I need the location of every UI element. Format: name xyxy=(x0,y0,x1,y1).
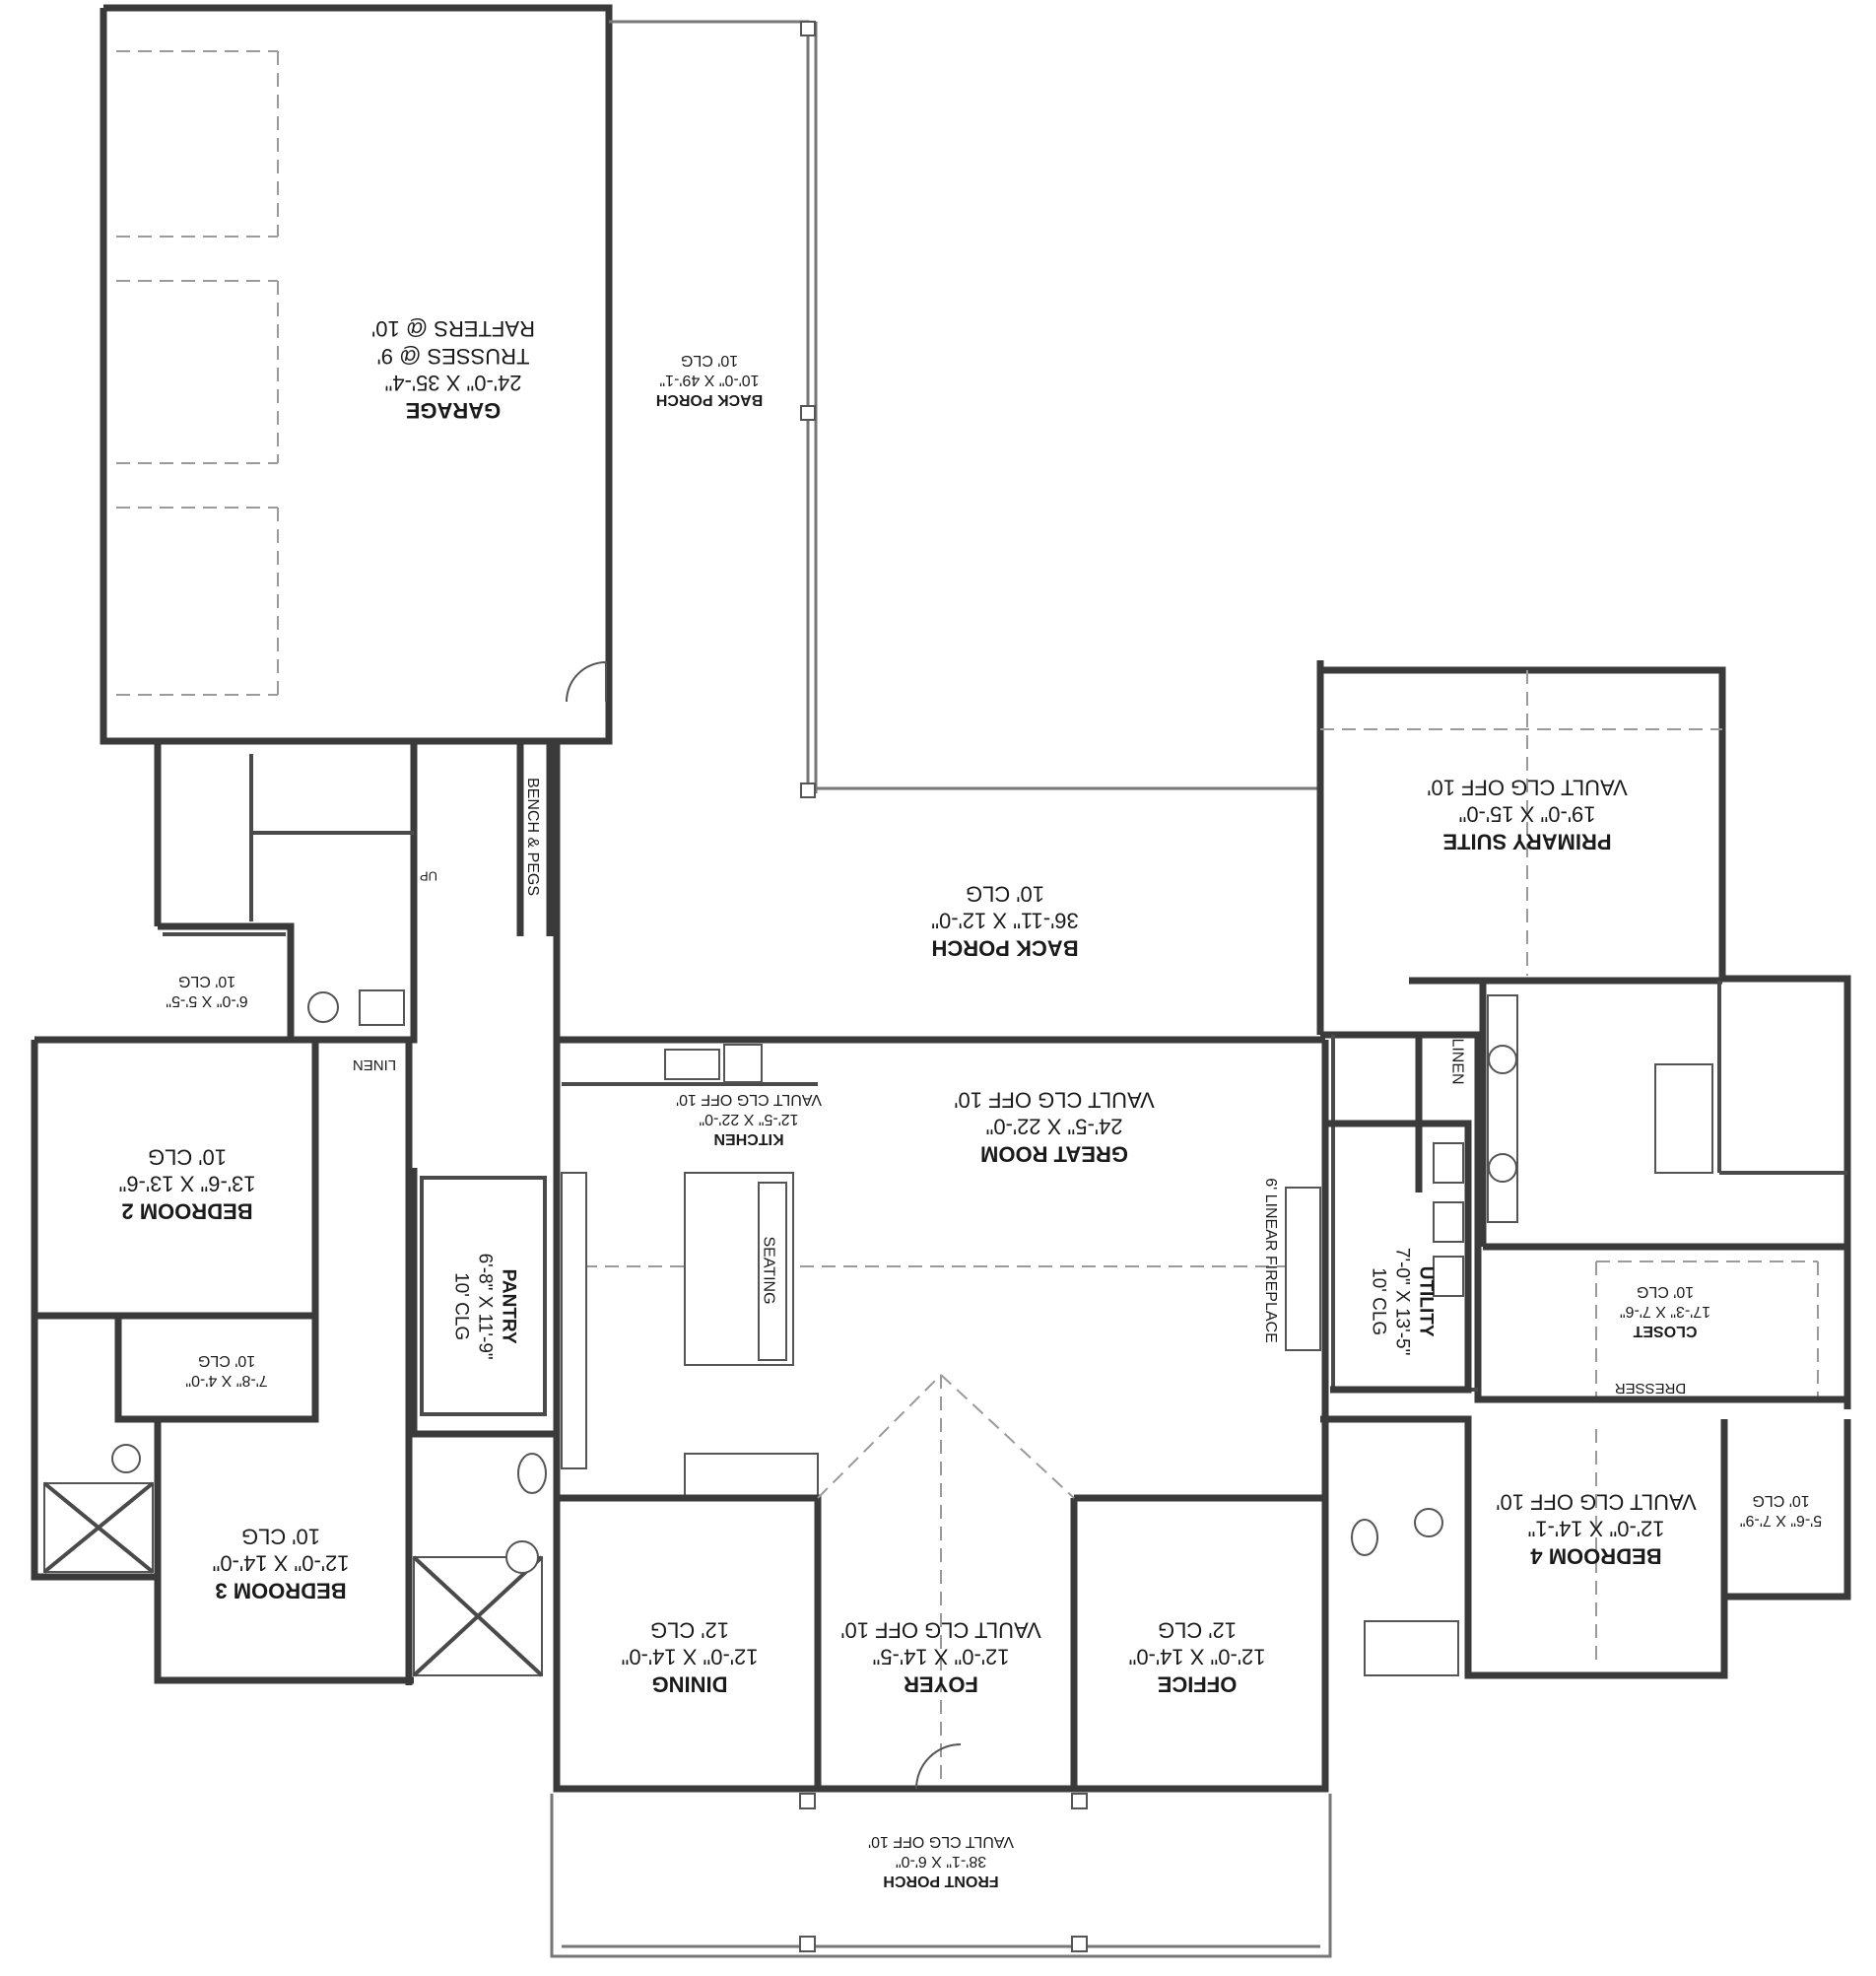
bedroom4-label: BEDROOM 4 12'-0" X 14'-1" VAULT CLG OFF … xyxy=(1478,1488,1714,1570)
garage-label: GARAGE 24'-0" X 35'-4" TRUSSES @ 9' RAFT… xyxy=(325,315,581,424)
seating-label: SEATING xyxy=(760,1236,777,1305)
garage-walls xyxy=(100,4,613,745)
pantry-label: PANTRY 6'-8" X 11'-9" 10' CLG xyxy=(449,1248,519,1366)
pantry-dim: 6'-8" X 11'-9" xyxy=(474,1253,496,1360)
kitchen-dim: 12'-5" X 22'-0" xyxy=(699,1111,799,1127)
bedroom2-dim: 13'-6" X 13'-6" xyxy=(118,1172,256,1196)
dresser-label: DRESSER xyxy=(1614,1379,1687,1397)
back-porch-lower-name: BACK PORCH xyxy=(931,935,1079,961)
great-room-label: GREAT ROOM 24'-5" X 22'-0" VAULT CLG OFF… xyxy=(931,1086,1177,1168)
bath2-dim: 6'-0" X 5'-5" xyxy=(166,992,248,1009)
dining-label: DINING 12'-0" X 14'-0" 12' CLG xyxy=(601,1616,778,1698)
bedroom3-dim: 12'-0" X 14'-0" xyxy=(212,1551,350,1576)
kitchen-label: KITCHEN 12'-5" X 22'-0" VAULT CLG OFF 10… xyxy=(660,1089,838,1148)
bedroom3-name: BEDROOM 3 xyxy=(215,1578,347,1603)
great-room-name: GREAT ROOM xyxy=(980,1141,1128,1167)
back-porch-upper-name: BACK PORCH xyxy=(655,391,764,408)
primary-suite-label: PRIMARY SUITE 19'-0" X 15'-0" VAULT CLG … xyxy=(1404,774,1650,855)
back-porch-upper-label: BACK PORCH 10'-0" X 49'-1" 10' CLG xyxy=(631,350,788,409)
bedroom4-dim: 12'-0" X 14'-1" xyxy=(1527,1517,1665,1541)
bath2-clg: 10' CLG xyxy=(177,973,236,989)
front-porch-walls xyxy=(550,1793,1332,1958)
closet-name: CLOSET xyxy=(1633,1323,1698,1339)
front-rooms-walls xyxy=(553,1374,1329,1793)
front-porch-name: FRONT PORCH xyxy=(883,1873,999,1889)
dining-clg: 12' CLG xyxy=(649,1617,730,1643)
utility-dim: 7'-0" X 13'-5" xyxy=(1391,1247,1413,1356)
office-name: OFFICE xyxy=(1157,1671,1238,1697)
foyer-clg: VAULT CLG OFF 10' xyxy=(840,1617,1041,1643)
bench-pegs-label: BENCH & PEGS xyxy=(524,777,542,897)
front-porch-label: FRONT PORCH 38'-1" X 6'-0" VAULT CLG OFF… xyxy=(842,1831,1039,1890)
office-dim: 12'-0" X 14'-0" xyxy=(1128,1645,1266,1669)
bedroom3-clg: 10' CLG xyxy=(240,1524,321,1549)
front-porch-clg: VAULT CLG OFF 10' xyxy=(868,1833,1014,1850)
primary-suite-clg: VAULT CLG OFF 10' xyxy=(1427,775,1628,800)
foyer-dim: 12'-0" X 14'-5" xyxy=(872,1645,1010,1669)
linen-suite-label: LINEN xyxy=(1448,1038,1466,1085)
utility-name: UTILITY xyxy=(1415,1265,1437,1337)
foyer-name: FOYER xyxy=(904,1671,978,1697)
linen-hall-label: LINEN xyxy=(352,1056,397,1073)
kitchen-clg: VAULT CLG OFF 10' xyxy=(676,1091,822,1108)
bath2-label: 6'-0" X 5'-5" 10' CLG xyxy=(163,971,251,1010)
bedroom2-name: BEDROOM 2 xyxy=(121,1198,253,1224)
bedroom2-label: BEDROOM 2 13'-6" X 13'-6" 10' CLG xyxy=(99,1143,276,1225)
fireplace-label: 6' LINEAR FIREPLACE xyxy=(1261,1178,1279,1343)
garage-dim: 24'-0" X 35'-4" xyxy=(384,371,522,396)
closet-dim: 17'-3" X 7'-6" xyxy=(1619,1303,1711,1320)
primary-suite-name: PRIMARY SUITE xyxy=(1442,829,1612,854)
bath4-label: 5'-6" X 7'-9" 10' CLG xyxy=(1729,1490,1833,1530)
utility-label: UTILITY 7'-0" X 13'-5" 10' CLG xyxy=(1367,1238,1437,1366)
back-porch-lower-clg: 10' CLG xyxy=(965,881,1045,907)
bedroom4-clg: VAULT CLG OFF 10' xyxy=(1496,1489,1697,1515)
great-room-clg: VAULT CLG OFF 10' xyxy=(954,1087,1155,1113)
office-clg: 12' CLG xyxy=(1157,1617,1238,1643)
back-porch-upper-dim: 10'-0" X 49'-1" xyxy=(659,372,760,388)
office-label: OFFICE 12'-0" X 14'-0" 12' CLG xyxy=(1099,1616,1296,1698)
stair-up-label: UP xyxy=(419,868,438,884)
closet-clg: 10' CLG xyxy=(1636,1283,1695,1300)
bedroom3-label: BEDROOM 3 12'-0" X 14'-0" 10' CLG xyxy=(197,1523,365,1604)
great-room-dim: 24'-5" X 22'-0" xyxy=(985,1115,1123,1139)
foyer-label: FOYER 12'-0" X 14'-5" VAULT CLG OFF 10' xyxy=(818,1616,1064,1698)
bath3-dim: 7'-8" X 4'-0" xyxy=(185,1372,268,1389)
utility-clg: 10' CLG xyxy=(1369,1267,1390,1336)
utility-walls xyxy=(1325,1120,1472,1394)
front-porch-dim: 38'-1" X 6'-0" xyxy=(895,1853,987,1870)
bath3-label: 7'-8" X 4'-0" 10' CLG xyxy=(177,1350,276,1390)
bath4-clg: 10' CLG xyxy=(1752,1492,1810,1509)
central-hall-walls xyxy=(154,741,557,1438)
dining-name: DINING xyxy=(651,1671,728,1697)
back-porch-lower-label: BACK PORCH 36'-11" X 12'-0" 10' CLG xyxy=(887,880,1123,962)
bath3-clg: 10' CLG xyxy=(197,1352,256,1369)
pantry-clg: 10' CLG xyxy=(451,1272,473,1341)
bedroom2-clg: 10' CLG xyxy=(147,1144,228,1170)
bedroom4-walls xyxy=(1320,1415,1851,1679)
back-porch-upper-clg: 10' CLG xyxy=(680,352,739,369)
garage-rafters: RAFTERS @ 10' xyxy=(371,316,535,342)
garage-name: GARAGE xyxy=(405,398,502,423)
garage-trusses: TRUSSES @ 9' xyxy=(376,344,530,369)
primary-suite-dim: 19'-0" X 15'-0" xyxy=(1458,802,1596,827)
left-wing-walls xyxy=(31,744,547,1685)
back-porch-upper-walls xyxy=(609,20,1320,798)
dining-dim: 12'-0" X 14'-0" xyxy=(621,1645,759,1669)
primary-suite-walls xyxy=(1316,660,1851,1409)
great-room-walls xyxy=(553,741,1329,1499)
bath4-dim: 5'-6" X 7'-9" xyxy=(1739,1512,1823,1529)
bedroom4-name: BEDROOM 4 xyxy=(1530,1543,1662,1569)
pantry-name: PANTRY xyxy=(498,1268,519,1344)
back-porch-lower-dim: 36'-11" X 12'-0" xyxy=(931,909,1079,933)
kitchen-name: KITCHEN xyxy=(713,1130,784,1147)
closet-label: CLOSET 17'-3" X 7'-6" 10' CLG xyxy=(1591,1281,1739,1340)
